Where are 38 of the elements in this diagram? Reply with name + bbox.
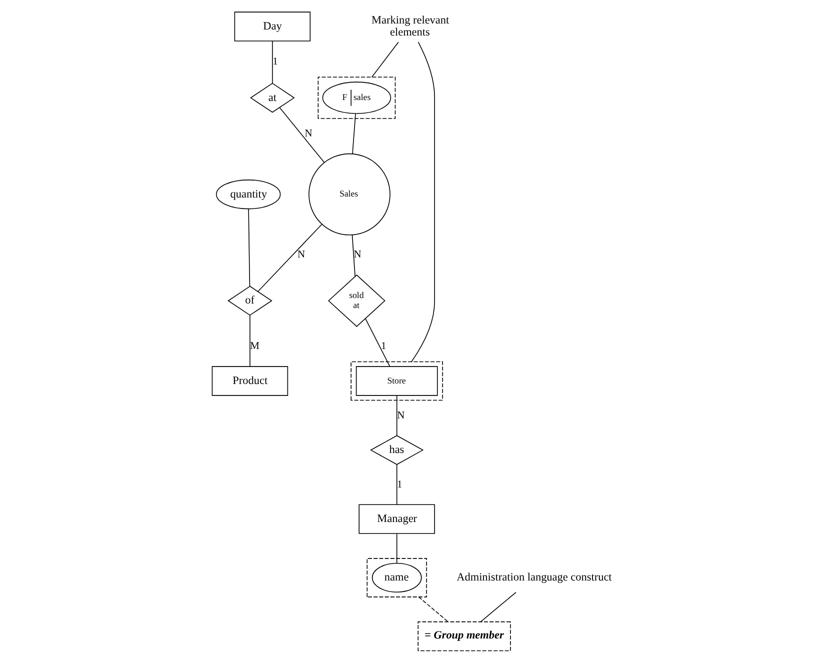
- connector: [396, 533, 398, 564]
- node-diamond: of: [228, 286, 272, 316]
- edge-label: M: [250, 341, 260, 352]
- node-diamond: at: [250, 82, 295, 113]
- node-ellipse: quantity: [216, 180, 281, 210]
- edge-label: 1: [380, 341, 386, 352]
- connector: [396, 395, 398, 436]
- connector: [352, 234, 356, 277]
- node-box: Store: [356, 366, 438, 396]
- edge-label: N: [397, 410, 405, 422]
- edge-label: 1: [272, 56, 278, 68]
- connector: [371, 42, 399, 78]
- node-text: Marking relevant elements: [372, 14, 450, 39]
- node-ellipse: name: [372, 562, 422, 593]
- node-ellipse: F sales: [322, 82, 392, 114]
- connector: [272, 40, 273, 84]
- edge-label: N: [354, 250, 362, 261]
- node-diamond: has: [370, 435, 424, 465]
- connector: [411, 42, 435, 362]
- connector: [365, 318, 390, 367]
- node-circle: Sales: [308, 153, 390, 236]
- connector: [396, 464, 398, 505]
- connector: [480, 592, 516, 622]
- node-box: Product: [212, 366, 288, 396]
- node-diamond: sold at: [328, 274, 386, 327]
- connector: [279, 107, 325, 163]
- connector: [352, 113, 356, 154]
- connector: [258, 224, 322, 292]
- node-box: Day: [234, 12, 311, 42]
- edge-label: N: [298, 250, 306, 261]
- node-box: Manager: [358, 504, 435, 534]
- edge-label: 1: [397, 479, 402, 490]
- cluster: [366, 558, 427, 598]
- edge-label: N: [304, 128, 312, 140]
- connector: [248, 208, 250, 287]
- node-text: Administration language construct: [456, 572, 612, 584]
- node-box: = Group member: [418, 621, 511, 652]
- connector: [418, 596, 448, 622]
